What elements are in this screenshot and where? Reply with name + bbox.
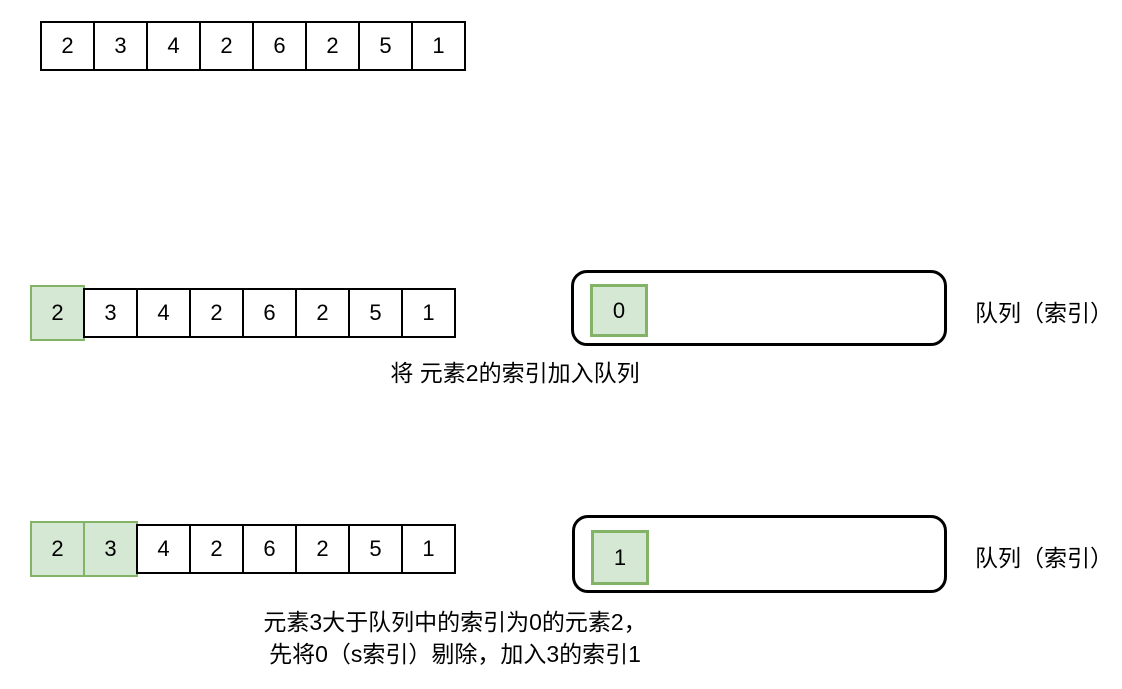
array-cell-highlighted: 2 — [30, 285, 85, 341]
array-cell: 4 — [146, 21, 201, 71]
array-cell: 2 — [305, 21, 360, 71]
array-cell: 2 — [295, 524, 350, 574]
caption-step1: 将 元素2的索引加入队列 — [390, 360, 640, 386]
array-cell: 3 — [93, 21, 148, 71]
array-cell: 2 — [199, 21, 254, 71]
array-cell: 2 — [295, 288, 350, 338]
array-cell-highlighted: 3 — [83, 521, 138, 577]
caption-step2: 元素3大于队列中的索引为0的元素2， 先将0（s索引）剔除，加入3的索引1 — [155, 606, 755, 670]
array-cell: 5 — [358, 21, 413, 71]
array-cell: 6 — [252, 21, 307, 71]
queue-item: 0 — [590, 284, 648, 337]
caption-step2-line1: 元素3大于队列中的索引为0的元素2， — [263, 609, 647, 635]
queue-label-step2: 队列（索引） — [975, 545, 1113, 571]
array-cell: 5 — [348, 524, 403, 574]
array-cell: 3 — [83, 288, 138, 338]
array-cell: 5 — [348, 288, 403, 338]
array-cell: 1 — [401, 288, 456, 338]
queue-item: 1 — [591, 530, 649, 585]
array-cell: 1 — [411, 21, 466, 71]
queue-label-step1: 队列（索引） — [975, 300, 1113, 326]
array-cell: 6 — [242, 288, 297, 338]
array-cell: 2 — [189, 288, 244, 338]
queue-step2: 1 — [572, 515, 947, 593]
caption-step2-line2: 先将0（s索引）剔除，加入3的索引1 — [269, 641, 641, 667]
array-cell: 2 — [189, 524, 244, 574]
array-cell: 4 — [136, 524, 191, 574]
array-cell: 6 — [242, 524, 297, 574]
array-cell: 4 — [136, 288, 191, 338]
array-cell: 2 — [40, 21, 95, 71]
array-cell: 1 — [401, 524, 456, 574]
queue-step1: 0 — [571, 270, 947, 346]
array-cell-highlighted: 2 — [30, 521, 85, 577]
